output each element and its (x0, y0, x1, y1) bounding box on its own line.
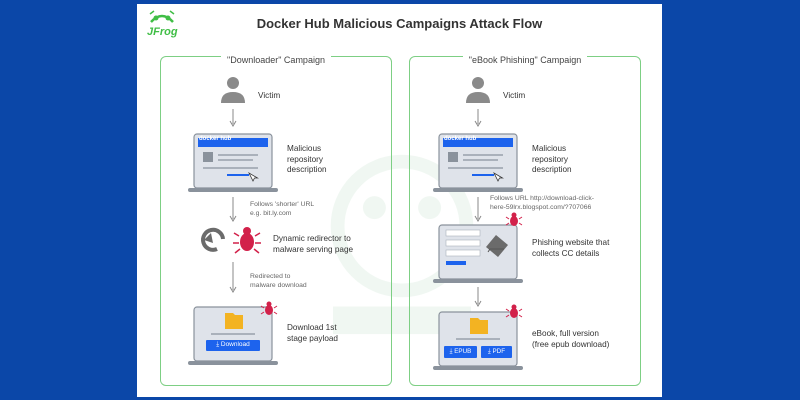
jfrog-logo-icon (149, 10, 175, 23)
phishing-flow-graphics (433, 77, 523, 370)
malware-bug-icon (233, 227, 261, 254)
follows-url-label: Follows URL http://download-click-here-5… (490, 195, 595, 211)
docker-laptop-icon (433, 133, 523, 192)
download-arrow-icon: ⤓ (487, 348, 491, 355)
payload-bug-icon (260, 301, 278, 315)
victim-label: Victim (503, 91, 526, 100)
download-button-label: Download (220, 341, 250, 348)
download-arrow-icon: ⤓ (449, 348, 453, 355)
ebook-label: eBook, full version(free epub download) (532, 329, 610, 349)
victim-user-icon (221, 77, 245, 103)
downloader-campaign-title: "Downloader" Campaign (221, 55, 331, 65)
page-title: Docker Hub Malicious Campaigns Attack Fl… (256, 16, 543, 31)
diagram-card: JFrog Docker Hub Malicious Campaigns Att… (137, 4, 662, 397)
download-laptop-icon (188, 306, 278, 365)
docker-hub-label: docker hub (444, 136, 477, 142)
docker-hub-label: docker hub (199, 136, 232, 142)
pdf-button[interactable]: ⤓ PDF (481, 348, 512, 356)
epub-button-label: EPUB (454, 348, 472, 355)
downloader-flow-graphics (188, 77, 278, 365)
ebook-campaign-title: "eBook Phishing" Campaign (462, 55, 588, 65)
downloader-campaign-panel: "Downloader" Campaign (160, 55, 392, 386)
redirect-arrow-icon (201, 227, 225, 252)
jfrog-logo-text: JFrog (147, 26, 178, 38)
ebook-phishing-campaign-panel: "eBook Phishing" Campaign (409, 55, 641, 386)
phishing-laptop-icon (433, 224, 523, 283)
phishing-bug-icon (505, 212, 523, 226)
ebook-bug-icon (505, 304, 523, 318)
victim-user-icon (466, 77, 490, 103)
epub-button[interactable]: ⤓ EPUB (444, 348, 477, 356)
ebook-laptop-icon (433, 311, 523, 370)
docker-laptop-icon (188, 133, 278, 192)
download-button[interactable]: ⤓ Download (206, 341, 260, 349)
download-arrow-icon: ⤓ (216, 341, 220, 348)
victim-label: Victim (258, 91, 281, 100)
pdf-button-label: PDF (492, 348, 506, 355)
